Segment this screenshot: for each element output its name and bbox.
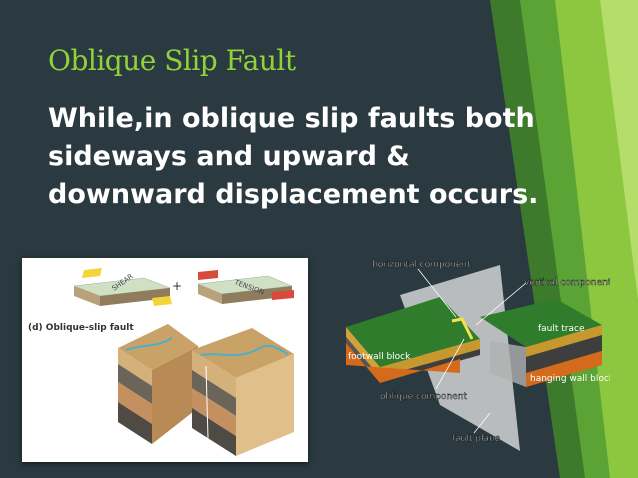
left-layer-3: [118, 382, 152, 424]
right-river: [197, 344, 289, 357]
body-line-3: downward displacement occurs.: [48, 179, 539, 210]
left-river: [125, 337, 173, 351]
label-horizontal-component: horizontal component: [372, 260, 471, 270]
left-layer-2: [118, 364, 152, 404]
green-band-highlight: [600, 0, 638, 300]
tension-arrow-right: [272, 290, 294, 300]
label-fault-plane: fault plane: [452, 434, 501, 444]
leader-fault-plane: [473, 412, 491, 434]
right-layer-1: [192, 350, 236, 398]
hanging-wall-front-1: [526, 325, 602, 357]
label-footwall-block: footwall block: [348, 352, 411, 362]
left-block-front: [152, 346, 198, 444]
hanging-wall-front-2: [526, 335, 602, 373]
shear-block-side: [74, 286, 100, 306]
footwall-side-1: [346, 327, 380, 377]
shear-arrow-right: [152, 296, 172, 306]
left-layer-4: [118, 402, 152, 444]
oblique-slip-diagram-left: SHEAR + TENSION (d) Oblique-slip fault: [22, 258, 308, 462]
label-oblique-component: oblique component: [380, 392, 467, 402]
label-hanging-wall-block: hanging wall block: [530, 374, 610, 384]
leader-oblique: [435, 338, 465, 390]
hanging-wall-top: [480, 299, 602, 347]
left-layer-1: [118, 348, 152, 386]
leader-vertical: [475, 282, 527, 326]
shear-block-front: [100, 288, 170, 306]
left-diagram-svg: SHEAR + TENSION (d) Oblique-slip fault: [28, 268, 294, 456]
label-fault-trace: fault trace: [538, 324, 585, 334]
body-line-1: While,in oblique slip faults both: [48, 103, 535, 134]
plus-sign: +: [172, 279, 182, 293]
tension-block-front: [222, 286, 292, 304]
right-block-front: [236, 354, 294, 456]
footwall-front-1: [380, 339, 480, 377]
right-diagram-svg: horizontal component vertical component …: [346, 260, 615, 451]
tension-arrow-left: [198, 270, 218, 280]
body-line-2: sideways and upward &: [48, 141, 410, 172]
oblique-slip-diagram-right: horizontal component vertical component …: [340, 255, 615, 460]
right-layer-3: [192, 388, 236, 436]
footwall-orange: [346, 343, 460, 383]
tension-block-side: [198, 284, 222, 304]
right-block-top: [192, 328, 294, 378]
slide-title: Oblique Slip Fault: [48, 44, 296, 77]
leader-horizontal: [417, 268, 457, 318]
hanging-wall-face: [490, 341, 526, 387]
footwall-top: [346, 297, 480, 367]
label-vertical-component: vertical component: [524, 278, 610, 288]
figure-caption: (d) Oblique-slip fault: [28, 323, 134, 333]
slip-arrow: [205, 365, 209, 439]
right-layer-4: [192, 408, 236, 456]
shear-arrow-left: [82, 268, 102, 278]
slide-body: While,in oblique slip faults both sidewa…: [48, 100, 539, 214]
left-block-top: [118, 324, 198, 370]
component-arrows: [451, 317, 474, 340]
hanging-wall-front-3: [526, 351, 602, 387]
right-layer-2: [192, 370, 236, 416]
